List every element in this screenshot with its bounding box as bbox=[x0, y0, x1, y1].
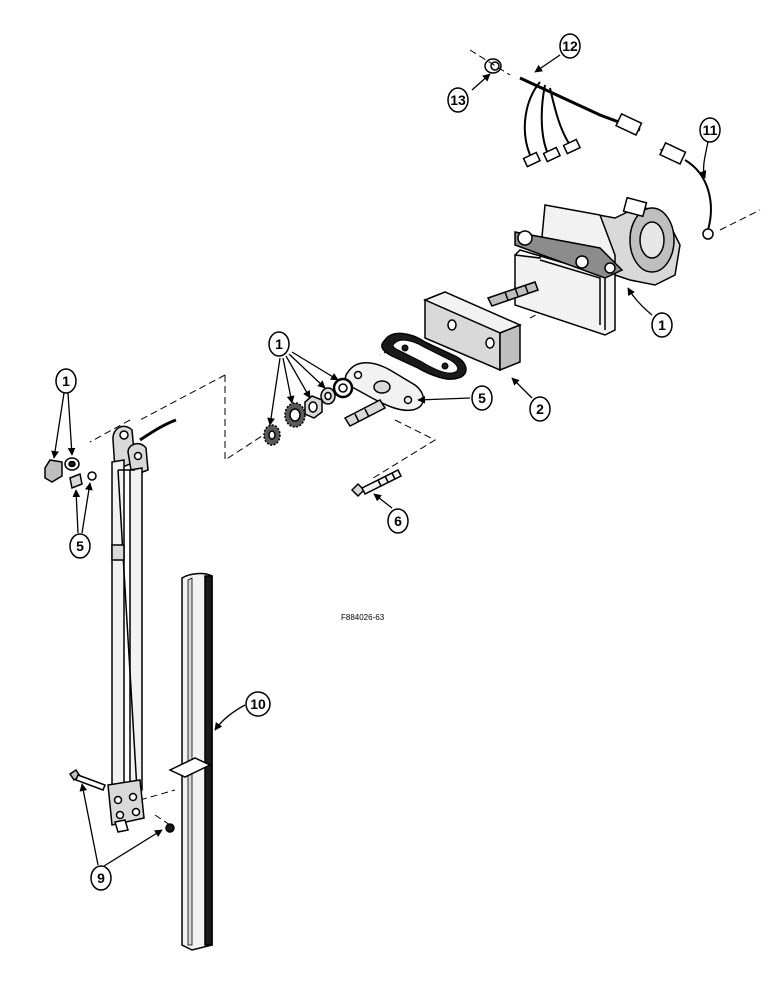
wiper-motor bbox=[486, 196, 681, 336]
callout-label: 10 bbox=[250, 696, 266, 712]
callout-1-gears: 1 bbox=[268, 331, 290, 357]
callout-9: 9 bbox=[90, 865, 112, 891]
leader-lines bbox=[51, 54, 709, 867]
callout-1-left: 1 bbox=[55, 368, 77, 394]
mounting-plate bbox=[343, 362, 424, 427]
figure-id: F884026-63 bbox=[341, 613, 385, 622]
callout-label: 1 bbox=[658, 317, 666, 333]
callout-label: 2 bbox=[536, 401, 544, 417]
callout-label: 9 bbox=[97, 870, 105, 886]
callout-1-motor: 1 bbox=[651, 312, 673, 338]
callout-10: 10 bbox=[245, 691, 271, 717]
gasket bbox=[381, 332, 467, 380]
callout-label: 11 bbox=[703, 122, 718, 138]
callout-label: 13 bbox=[450, 92, 466, 108]
wiring-harness bbox=[519, 76, 714, 240]
callout-label: 6 bbox=[394, 513, 402, 529]
pivot-bolt-nut bbox=[69, 471, 97, 490]
callout-label: 1 bbox=[62, 373, 70, 389]
gears-and-washers bbox=[263, 377, 354, 446]
callout-6: 6 bbox=[387, 508, 409, 534]
wiper-blade bbox=[168, 572, 213, 951]
clip bbox=[484, 58, 502, 74]
callout-label: 1 bbox=[275, 336, 283, 352]
wiper-arm bbox=[107, 418, 177, 833]
callout-label: 5 bbox=[478, 390, 486, 406]
callout-label: 12 bbox=[562, 38, 578, 54]
arm-nut-washer bbox=[44, 457, 80, 483]
clamp-bolt-nut bbox=[68, 768, 175, 833]
callout-5-plate: 5 bbox=[471, 385, 493, 411]
bolt bbox=[350, 468, 403, 498]
callout-5-left: 5 bbox=[69, 533, 91, 559]
callout-11: 11 bbox=[699, 117, 721, 143]
callout-12: 12 bbox=[559, 33, 581, 59]
callout-2: 2 bbox=[529, 396, 551, 422]
callout-label: 5 bbox=[76, 538, 84, 554]
spacer-block bbox=[423, 291, 522, 372]
callout-13: 13 bbox=[447, 87, 469, 113]
